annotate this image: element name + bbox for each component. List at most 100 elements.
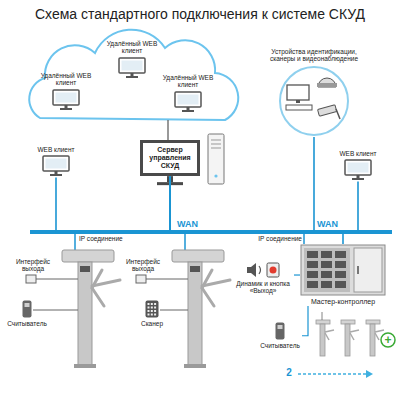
monitor-base: [50, 174, 62, 176]
monitor-stand: [55, 171, 58, 174]
mini-turnstile-post: [320, 324, 325, 356]
controller-module: [307, 261, 318, 268]
reader-window: [278, 325, 283, 329]
controller-module: [307, 251, 318, 258]
interface-wire: [146, 279, 188, 280]
node-label: Мастер-контроллер: [300, 298, 386, 306]
dome-mount: [317, 83, 337, 87]
mini-turnstile-cover: [366, 320, 380, 324]
turnstile-arm: [202, 288, 214, 306]
keypad-key: [151, 303, 153, 305]
reader-window: [25, 303, 30, 307]
controller-module: [321, 281, 332, 288]
ip-connection-label: IP соединение: [79, 235, 131, 242]
keypad-key: [154, 310, 156, 312]
callout-number: 2: [283, 367, 295, 379]
network-link: [294, 274, 300, 275]
network-link: [170, 176, 358, 232]
pc-slot: [211, 148, 221, 149]
web-client: WEB клиент: [28, 146, 84, 177]
scanner: Сканер: [130, 300, 174, 327]
mini-turnstile-post: [370, 324, 375, 356]
mini-turnstile-arm: [350, 333, 354, 340]
network-link: [170, 176, 343, 244]
controller-module: [321, 271, 332, 278]
mini-wire: [322, 312, 323, 320]
node-label: Динамик и кнопка «Выход»: [232, 280, 294, 295]
monitor-base: [182, 110, 194, 112]
node-label: Сервер управления СКУД: [145, 146, 195, 170]
turnstile-arm: [92, 270, 102, 288]
keypad-key: [151, 314, 153, 316]
reader-body: [276, 323, 285, 340]
ip-wire: [184, 232, 186, 252]
mini-turnstile-cover: [341, 320, 355, 324]
exit-interface-label: Интерфейс выхода: [120, 258, 166, 273]
card-reader: Считыватель: [4, 300, 50, 327]
keypad-key: [148, 310, 150, 312]
reader-wire: [33, 310, 78, 311]
device-keyboard: [286, 105, 312, 110]
dome-camera: [318, 78, 336, 87]
exit-button: [270, 267, 277, 274]
turnstile-base: [184, 364, 206, 368]
node-label: Считыватель: [258, 342, 302, 349]
network-link: [302, 306, 308, 336]
devices-group: Устройства идентификации, сканеры и виде…: [258, 48, 370, 137]
turnstile-post: [78, 262, 92, 366]
monitor-glass: [178, 94, 199, 104]
server-box: Сервер управления СКУД: [140, 140, 200, 176]
camera-bracket: [336, 109, 340, 119]
keypad-key: [154, 314, 156, 316]
monitor-icon: [173, 91, 203, 113]
wan-label: WAN: [316, 219, 339, 230]
mini-turnstile-arm: [375, 330, 384, 332]
keypad-key: [151, 307, 153, 309]
wan-label: WAN: [176, 219, 199, 230]
node-label: Удалённый WEB клиент: [102, 40, 162, 55]
keypad-icon: [145, 300, 159, 318]
monitor-screen: [345, 160, 371, 175]
dotted-arrow: [298, 373, 366, 375]
turnstile-post: [188, 262, 202, 366]
keypad-key: [154, 307, 156, 309]
exit-interface-label: Интерфейс выхода: [10, 258, 56, 273]
keypad-key: [151, 310, 153, 312]
master-controller: Мастер-контроллер: [300, 244, 386, 306]
monitor-icon: [117, 57, 147, 79]
monitor-screen: [43, 156, 69, 171]
controller-module: [307, 281, 318, 288]
speaker-exit-button: Динамик и кнопка «Выход»: [232, 262, 294, 295]
remote-web-client: Удалённый WEB клиент: [160, 74, 216, 113]
pc-tower: [208, 134, 224, 184]
add-more-sign: +: [381, 333, 395, 347]
monitor-screen: [119, 58, 145, 73]
node-label: WEB клиент: [28, 146, 84, 153]
add-circle: [381, 333, 395, 347]
monitor-screen: [53, 90, 79, 105]
controller-module: [335, 251, 346, 258]
monitor-base: [126, 76, 138, 78]
turnstile-indicator: [80, 266, 90, 272]
reader-icon: [275, 322, 285, 340]
keypad-key: [154, 303, 156, 305]
turnstile-cover: [172, 250, 224, 262]
mini-turnstile-arm: [325, 333, 329, 340]
monitor-screen: [175, 92, 201, 107]
monitor-base: [352, 178, 364, 180]
mini-turnstile-arm: [350, 330, 359, 332]
network-link: [56, 176, 170, 232]
turnstile-arm: [92, 288, 104, 306]
devices-icon: [274, 65, 354, 137]
turnstile-cover: [62, 250, 114, 262]
turnstile-base: [74, 364, 96, 368]
device-monitor: [287, 85, 309, 100]
ip-wire: [303, 232, 305, 244]
scanner-wire: [160, 310, 188, 311]
exit-button-plate: [267, 263, 279, 277]
keypad-body: [146, 301, 159, 318]
monitor-stand: [65, 105, 68, 108]
reader-icon: [22, 300, 32, 318]
cabinet-door: [354, 248, 382, 292]
